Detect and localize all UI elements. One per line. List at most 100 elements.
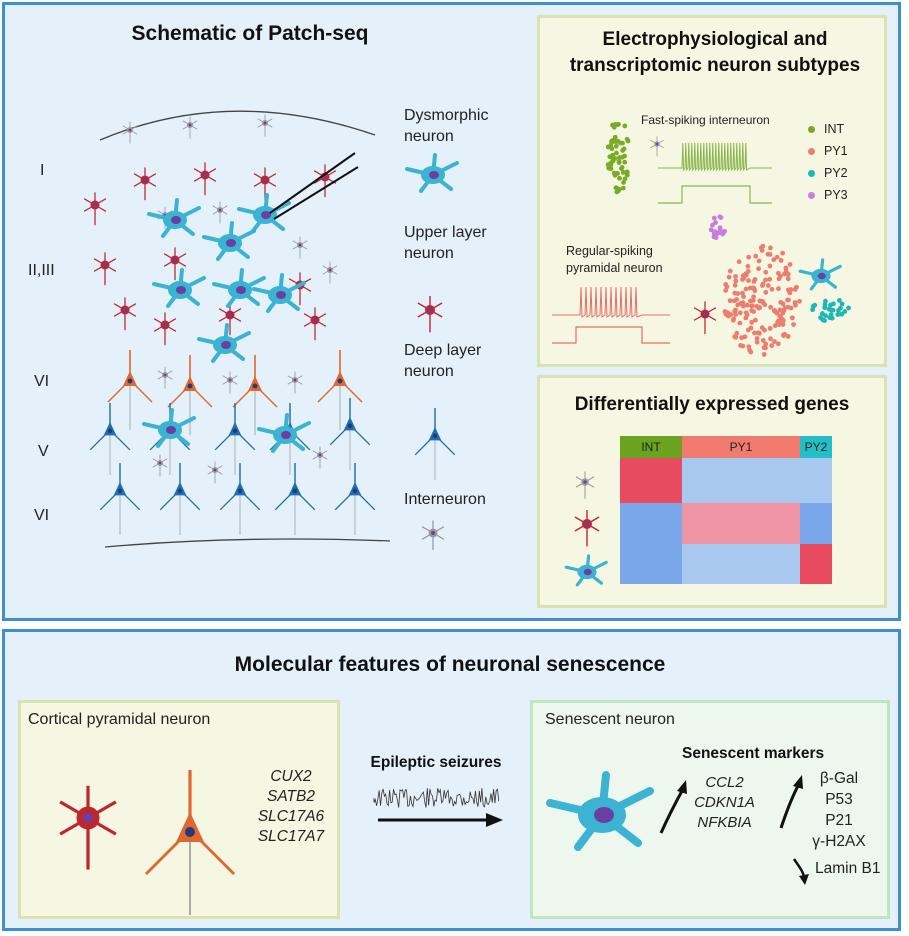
legend-deep-label: Deep layer neuron (404, 342, 482, 380)
scatter-point-py1 (785, 334, 791, 339)
scatter-point-py1 (772, 323, 778, 329)
heatmap-col-py2: PY2 (800, 436, 832, 458)
scatter-point-int (610, 122, 615, 128)
scatter-point-py1 (746, 254, 752, 260)
molecular-title: Molecular features of neuronal senescenc… (234, 653, 666, 676)
scatter-point-py2 (828, 302, 833, 308)
scatter-point-py1 (765, 283, 771, 288)
scatter-point-py1 (776, 270, 781, 276)
scatter-point-py1 (726, 274, 732, 280)
dysmorphic-neuron-icon (212, 268, 266, 308)
scatter-point-py1 (736, 259, 742, 265)
scatter-point-py1 (738, 343, 743, 348)
interneuron-icon (322, 261, 338, 284)
interneuron-icon (207, 461, 223, 484)
scatter-point-py1 (744, 302, 750, 308)
deep-layer-neuron-icon (214, 403, 256, 475)
dysmorphic-neuron-icon (142, 408, 196, 448)
deg-title: Differentially expressed genes (574, 394, 850, 415)
scatter-point-py1 (730, 317, 736, 323)
dysmorphic-neuron-icon (798, 258, 842, 291)
scatter-point-py1 (741, 294, 746, 300)
scatter-point-py1 (732, 290, 738, 296)
scatter-point-py1 (756, 258, 762, 264)
deep-layer-neuron-icon (107, 350, 153, 430)
scatter-point-py1 (767, 263, 773, 269)
deep-layer-neuron-icon (232, 355, 278, 435)
regular-spiking-stimulus (552, 326, 670, 344)
scatter-point-py1 (749, 319, 755, 325)
scatter-point-py1 (733, 334, 739, 340)
deep-layer-neuron-icon (317, 350, 363, 430)
scatter-point-py2 (838, 305, 843, 311)
scatter-point-py1 (743, 271, 749, 277)
scatter-point-py1 (743, 310, 749, 316)
scatter-point-py1 (785, 304, 791, 310)
scatter-point-py1 (775, 341, 781, 347)
scatter-point-py1 (743, 315, 749, 321)
eeg-trace (373, 788, 500, 808)
marker: P53 (825, 791, 853, 808)
scatter-point-py1 (747, 285, 753, 291)
fast-spiking-trace (658, 142, 772, 172)
scatter-point-py2 (828, 312, 834, 317)
scatter-point-py1 (788, 287, 794, 292)
scatter-point-int (605, 162, 611, 168)
gene: CDKN1A (694, 794, 755, 811)
legend-item-py3: PY3 (808, 184, 878, 206)
pyramidal-box-title: Cortical pyramidal neuron (28, 711, 211, 728)
scatter-point-py1 (753, 317, 758, 323)
legend-upper-label: Upper layer neuron (404, 224, 487, 262)
gene: SATB2 (267, 788, 315, 805)
scatter-point-py1 (754, 336, 760, 341)
scatter-point-py1 (789, 315, 795, 321)
scatter-point-py1 (778, 299, 784, 305)
scatter-point-py2 (810, 304, 816, 309)
heatmap-cell (620, 458, 682, 503)
upper-layer-neuron-icon (693, 301, 717, 335)
patch-pipette (269, 152, 356, 214)
deep-layer-neuron-icon (334, 463, 376, 535)
senescent-neuron-illustration (546, 771, 654, 851)
interneuron-icon (152, 454, 168, 477)
legend-item-py1: PY1 (808, 140, 878, 162)
scatter-point-int (609, 146, 615, 152)
up-arrow-icon (659, 780, 687, 834)
scatter-point-py1 (737, 320, 743, 326)
senescent-box-title: Senescent neuron (545, 711, 675, 728)
upper-layer-neuron-icon (163, 247, 187, 281)
heatmap-cell (800, 458, 832, 503)
dysmorphic-neuron-icon (147, 198, 201, 238)
scatter-point-int (613, 143, 619, 149)
dysmorphic-neuron-icon (237, 193, 291, 233)
scatter-point-py1 (748, 298, 753, 304)
interneuron-icon (157, 366, 173, 389)
interneuron-icon (122, 121, 138, 144)
scatter-point-py2 (823, 313, 828, 319)
scatter-point-py1 (797, 298, 802, 304)
legend-dot (808, 191, 815, 199)
scatter-point-py1 (765, 251, 771, 257)
scatter-point-py1 (727, 268, 733, 274)
heatmap-cell (620, 503, 682, 544)
scatter-point-py1 (759, 325, 765, 331)
marker-gene-list: CUX2 SATB2 SLC17A6 SLC17A7 (246, 767, 336, 847)
interneuron-icon (421, 520, 445, 550)
scatter-point-py3 (711, 234, 717, 240)
scatter-point-py1 (733, 274, 738, 279)
scatter-point-py1 (752, 288, 758, 294)
scatter-point-int (605, 144, 611, 150)
scatter-point-py1 (776, 276, 782, 282)
up-arrow-icon (779, 775, 803, 829)
heatmap-cell (620, 544, 682, 584)
scatter-point-py1 (768, 245, 773, 251)
scatter-point-py1 (727, 298, 733, 304)
scatter-point-py3 (711, 215, 717, 221)
scatter-point-py2 (818, 315, 823, 321)
up-marker-list: β-Gal P53 P21 γ-H2AX (800, 768, 878, 852)
cortex-schematic (83, 110, 391, 548)
scatter-point-int (612, 134, 618, 140)
scatter-point-py1 (767, 326, 773, 331)
scatter-point-py1 (723, 282, 729, 287)
scatter-point-py1 (754, 303, 760, 309)
